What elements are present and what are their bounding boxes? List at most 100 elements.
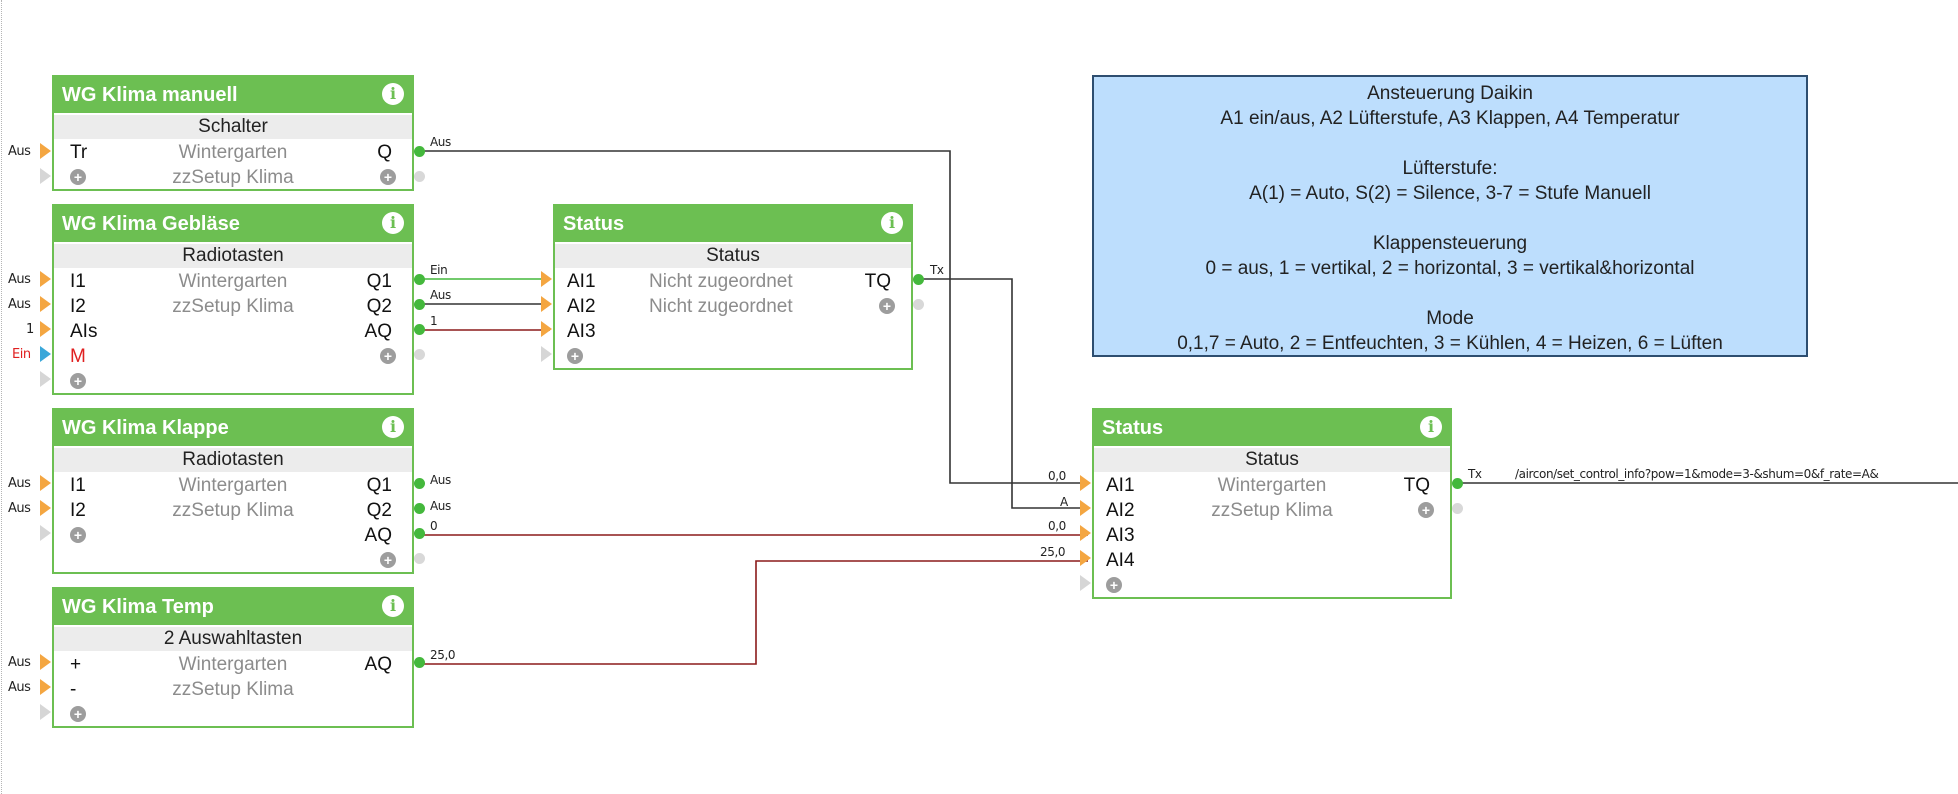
info-icon[interactable]: i [382, 595, 404, 617]
input-pin-icon[interactable] [40, 346, 51, 362]
block-status-right[interactable]: Status i Status AI1 Wintergarten TQ AI2 … [1092, 408, 1452, 599]
add-input-icon[interactable]: + [70, 527, 86, 543]
block-title: WG Klima Klappe [62, 417, 229, 439]
add-input-icon[interactable]: + [1106, 577, 1122, 593]
block-room: Wintergarten [178, 654, 288, 675]
input-label-ai2: AI2 [567, 296, 596, 317]
add-output-icon[interactable]: + [380, 552, 396, 568]
block-klima-manuell[interactable]: WG Klima manuell i Schalter Tr Wintergar… [52, 75, 414, 191]
block-header: Status i [555, 206, 911, 242]
output-pin-icon[interactable] [414, 478, 425, 489]
block-type: Status [555, 244, 911, 268]
input-label-ais: AIs [70, 321, 98, 342]
input-pin-icon[interactable] [40, 143, 51, 159]
input-pin-icon[interactable] [40, 168, 51, 184]
output-pin-icon[interactable] [913, 299, 924, 310]
input-label-m: M [70, 346, 86, 367]
note-line: Lüfterstufe: [1402, 158, 1498, 179]
block-setup: zzSetup Klima [172, 296, 294, 317]
wire-label-right-ai1: 0,0 [1048, 469, 1066, 483]
ext-input-i1: Aus [8, 272, 31, 287]
block-type: 2 Auswahltasten [54, 627, 412, 651]
input-pin-icon[interactable] [40, 654, 51, 670]
block-status-mid[interactable]: Status i Status AI1 Nicht zugeordnet TQ … [553, 204, 913, 370]
input-pin-icon[interactable] [541, 321, 552, 337]
output-label-q2: Q2 [366, 296, 392, 317]
block-header: WG Klima Gebläse i [54, 206, 412, 242]
block-header: Status i [1094, 410, 1450, 446]
note-line: Mode [1426, 308, 1474, 329]
note-line: Ansteuerung Daikin [1367, 83, 1533, 104]
input-pin-icon[interactable] [1080, 525, 1091, 541]
block-type: Schalter [54, 115, 412, 139]
input-pin-icon[interactable] [1080, 500, 1091, 516]
output-pin-icon[interactable] [1452, 503, 1463, 514]
input-pin-icon[interactable] [40, 704, 51, 720]
output-pin-icon[interactable] [913, 274, 924, 285]
input-pin-icon[interactable] [1080, 550, 1091, 566]
output-label-aq: AQ [364, 654, 392, 675]
block-room: Wintergarten [178, 142, 288, 163]
add-input-icon[interactable]: + [567, 348, 583, 364]
add-output-icon[interactable]: + [380, 169, 396, 185]
input-pin-icon[interactable] [40, 271, 51, 287]
info-icon[interactable]: i [382, 416, 404, 438]
input-label-i1: I1 [70, 271, 86, 292]
block-klima-klappe[interactable]: WG Klima Klappe i Radiotasten I1 Winterg… [52, 408, 414, 574]
input-pin-icon[interactable] [40, 500, 51, 516]
input-pin-icon[interactable] [40, 679, 51, 695]
output-pin-icon[interactable] [414, 299, 425, 310]
input-pin-icon[interactable] [40, 525, 51, 541]
output-pin-icon[interactable] [414, 274, 425, 285]
block-title: WG Klima manuell [62, 84, 238, 106]
output-pin-icon[interactable] [414, 503, 425, 514]
wire-label-temp-aq: 25,0 [430, 648, 456, 662]
input-pin-icon[interactable] [40, 371, 51, 387]
input-pin-icon[interactable] [40, 321, 51, 337]
wire-label-status-tq: Tx [930, 263, 944, 277]
input-pin-icon[interactable] [40, 475, 51, 491]
add-input-icon[interactable]: + [70, 706, 86, 722]
add-input-icon[interactable]: + [70, 373, 86, 389]
input-label-ai4: AI4 [1106, 550, 1135, 571]
wire-label-right-tq: Tx [1468, 467, 1482, 481]
input-pin-icon[interactable] [541, 296, 552, 312]
input-pin-icon[interactable] [1080, 575, 1091, 591]
input-label-ai2: AI2 [1106, 500, 1135, 521]
output-pin-icon[interactable] [414, 657, 425, 668]
add-input-icon[interactable]: + [70, 169, 86, 185]
add-output-icon[interactable]: + [879, 298, 895, 314]
input-pin-icon[interactable] [40, 296, 51, 312]
output-pin-icon[interactable] [414, 349, 425, 360]
info-icon[interactable]: i [881, 212, 903, 234]
ext-input-ais: 1 [26, 322, 34, 337]
output-pin-icon[interactable] [1452, 478, 1463, 489]
output-pin-icon[interactable] [414, 528, 425, 539]
input-label-ai1: AI1 [567, 271, 596, 292]
input-label-ai1: AI1 [1106, 475, 1135, 496]
note-line [1094, 131, 1806, 156]
add-output-icon[interactable]: + [380, 348, 396, 364]
input-pin-icon[interactable] [541, 346, 552, 362]
block-header: WG Klima Temp i [54, 589, 412, 625]
block-setup: zzSetup Klima [172, 167, 294, 188]
info-icon[interactable]: i [1420, 416, 1442, 438]
output-pin-icon[interactable] [414, 553, 425, 564]
note-line [1094, 206, 1806, 231]
ext-input-plus: Aus [8, 655, 31, 670]
input-pin-icon[interactable] [541, 271, 552, 287]
wire-manuell-q [422, 150, 1088, 484]
input-pin-icon[interactable] [1080, 475, 1091, 491]
output-label-tq: TQ [864, 271, 891, 292]
info-icon[interactable]: i [382, 83, 404, 105]
info-icon[interactable]: i [382, 212, 404, 234]
output-pin-icon[interactable] [414, 171, 425, 182]
note-line: A1 ein/aus, A2 Lüfterstufe, A3 Klappen, … [1220, 108, 1680, 129]
add-output-icon[interactable]: + [1418, 502, 1434, 518]
output-pin-icon[interactable] [414, 146, 425, 157]
block-klima-geblaese[interactable]: WG Klima Gebläse i Radiotasten I1 Winter… [52, 204, 414, 395]
block-klima-temp[interactable]: WG Klima Temp i 2 Auswahltasten + Winter… [52, 587, 414, 728]
canvas-edge [1, 0, 2, 794]
note-line: 0,1,7 = Auto, 2 = Entfeuchten, 3 = Kühle… [1177, 333, 1723, 354]
output-pin-icon[interactable] [414, 324, 425, 335]
